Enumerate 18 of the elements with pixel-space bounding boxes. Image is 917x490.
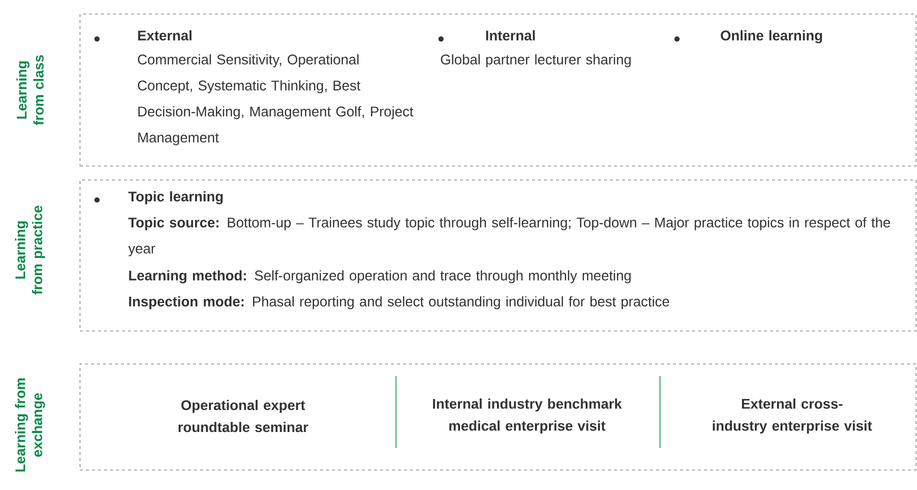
dashed-band xyxy=(16,14,916,166)
dashed-band xyxy=(14,364,916,472)
item-text: Learning method: Self-organized operation and trace through monthly meeting xyxy=(129,270,631,284)
item-text: Inspection mode: Phasal reporting and select outstanding individual for best practice xyxy=(129,296,670,310)
dashed-band xyxy=(14,180,916,332)
item-heading: Online learning xyxy=(720,30,822,44)
column-text: Operational expert roundtable seminar xyxy=(178,400,308,432)
side-heading: Learning from practice xyxy=(14,206,46,294)
side-heading: Learning from exchange xyxy=(14,378,46,472)
item-text: Commercial Sensitivity, Operational Concept, Systematic Thinking, Best Decision-Making, Management Golf, Project Management xyxy=(138,54,414,146)
column-text: Internal industry benchmark medical enterprise visit xyxy=(433,398,622,434)
item-heading: Topic learning xyxy=(128,191,223,204)
item-text: Global partner lecturer sharing xyxy=(440,54,631,68)
item-heading: Internal xyxy=(486,30,535,40)
item-text: Topic source: Bottom-up – Trainees study topic through self-learning; Top-down – Major practice topics in respect of the year xyxy=(128,217,890,256)
side-heading: Learning from class xyxy=(16,55,44,126)
column-text: External cross-industry enterprise visit xyxy=(712,398,872,434)
item-heading: External xyxy=(138,30,192,40)
